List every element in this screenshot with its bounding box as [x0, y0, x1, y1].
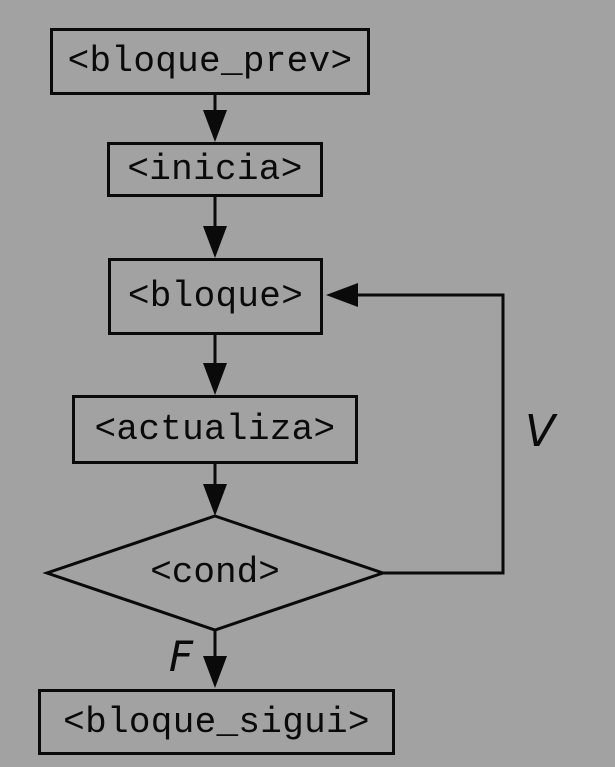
- arrowhead-down-icon: [203, 484, 227, 516]
- node-actualiza: <actualiza>: [72, 395, 358, 464]
- arrowhead-down-icon: [203, 110, 227, 142]
- arrow-inicia-to-bloque: [203, 196, 227, 258]
- arrowhead-down-icon: [203, 656, 227, 688]
- node-bloque-prev: <bloque_prev>: [50, 28, 370, 95]
- arrow-cond-to-bloque-sigui: [203, 629, 227, 688]
- edge-label-true-branch: V: [524, 406, 556, 457]
- arrowhead-left-icon: [326, 283, 358, 307]
- arrowhead-down-icon: [203, 226, 227, 258]
- arrow-bloque-prev-to-inicia: [203, 94, 227, 142]
- node-bloque-sigui: <bloque_sigui>: [38, 689, 395, 755]
- arrow-bloque-to-actualiza: [203, 334, 227, 395]
- node-cond-label: <cond>: [150, 552, 280, 593]
- node-inicia: <inicia>: [107, 142, 323, 197]
- arrowhead-down-icon: [203, 363, 227, 395]
- arrow-actualiza-to-cond: [203, 463, 227, 516]
- edge-label-false-branch: F: [168, 632, 194, 681]
- node-bloque: <bloque>: [108, 258, 323, 335]
- loop-edge-cond-to-bloque: [326, 283, 505, 575]
